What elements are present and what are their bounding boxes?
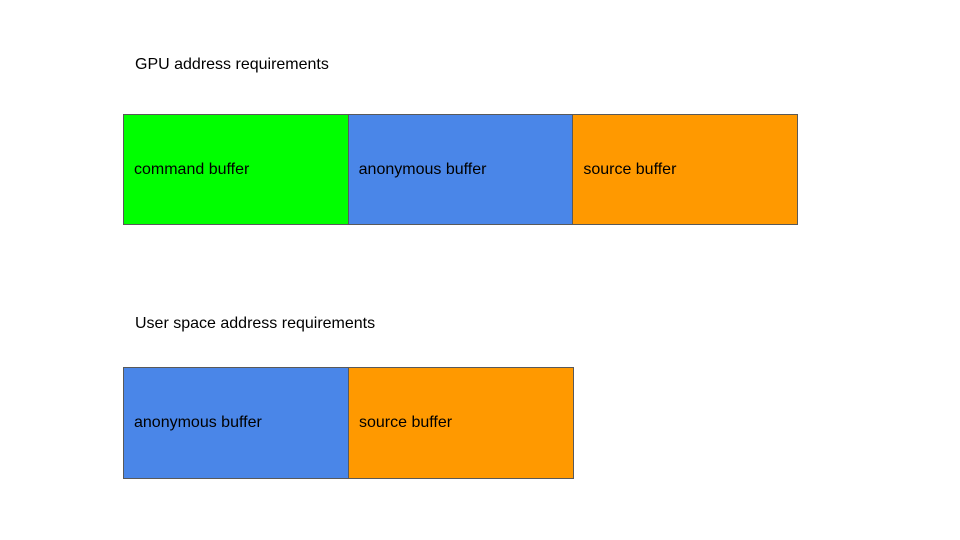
user-space-buffer-row: anonymous buffer source buffer: [123, 367, 574, 479]
anonymous-buffer-box-gpu: anonymous buffer: [347, 114, 574, 225]
anonymous-buffer-box-user: anonymous buffer: [123, 367, 349, 479]
source-buffer-label-user: source buffer: [359, 414, 453, 431]
command-buffer-label: command buffer: [134, 160, 250, 178]
gpu-section-title: GPU address requirements: [135, 56, 329, 73]
anonymous-buffer-label-user: anonymous buffer: [134, 414, 262, 431]
anonymous-buffer-label-gpu: anonymous buffer: [358, 160, 487, 178]
gpu-buffer-row: command buffer anonymous buffer source b…: [123, 114, 798, 225]
source-buffer-box-gpu: source buffer: [572, 114, 798, 225]
source-buffer-box-user: source buffer: [348, 367, 574, 479]
source-buffer-label-gpu: source buffer: [583, 160, 677, 178]
user-space-section-title: User space address requirements: [135, 315, 376, 332]
command-buffer-box: command buffer: [123, 114, 349, 225]
